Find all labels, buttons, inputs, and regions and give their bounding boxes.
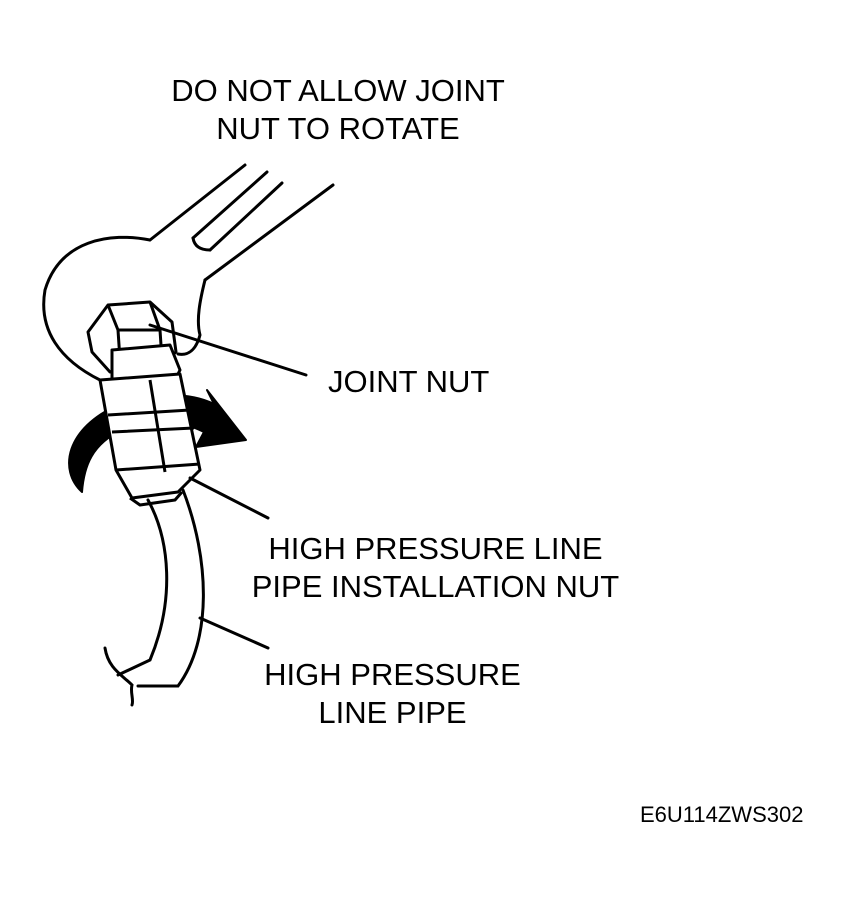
- leader-lines: [148, 323, 308, 650]
- install-nut-leader: [188, 476, 270, 520]
- figure-code: E6U114ZWS302: [640, 802, 804, 827]
- caption-line-1: DO NOT ALLOW JOINT: [171, 73, 505, 108]
- installation-nut-label-line-1: HIGH PRESSURE LINE: [268, 531, 603, 566]
- installation-nut-label: HIGH PRESSURE LINE PIPE INSTALLATION NUT: [238, 530, 633, 606]
- line-pipe-label-line-2: LINE PIPE: [318, 695, 467, 730]
- pipe-leader: [198, 616, 270, 650]
- caption-line-2: NUT TO ROTATE: [216, 111, 460, 146]
- installation-nut-label-line-2: PIPE INSTALLATION NUT: [251, 569, 620, 604]
- line-pipe-label: HIGH PRESSURE LINE PIPE: [250, 656, 535, 732]
- joint-nut-label: JOINT NUT: [328, 364, 490, 399]
- line-pipe: [103, 488, 205, 707]
- joint-nut-leader: [148, 323, 308, 377]
- wrench-head: [42, 235, 207, 384]
- line-pipe-label-line-1: HIGH PRESSURE: [264, 657, 521, 692]
- wrench-handle: [148, 163, 335, 282]
- installation-nut: [98, 343, 202, 507]
- rotation-caption: DO NOT ALLOW JOINT NUT TO ROTATE: [138, 72, 538, 148]
